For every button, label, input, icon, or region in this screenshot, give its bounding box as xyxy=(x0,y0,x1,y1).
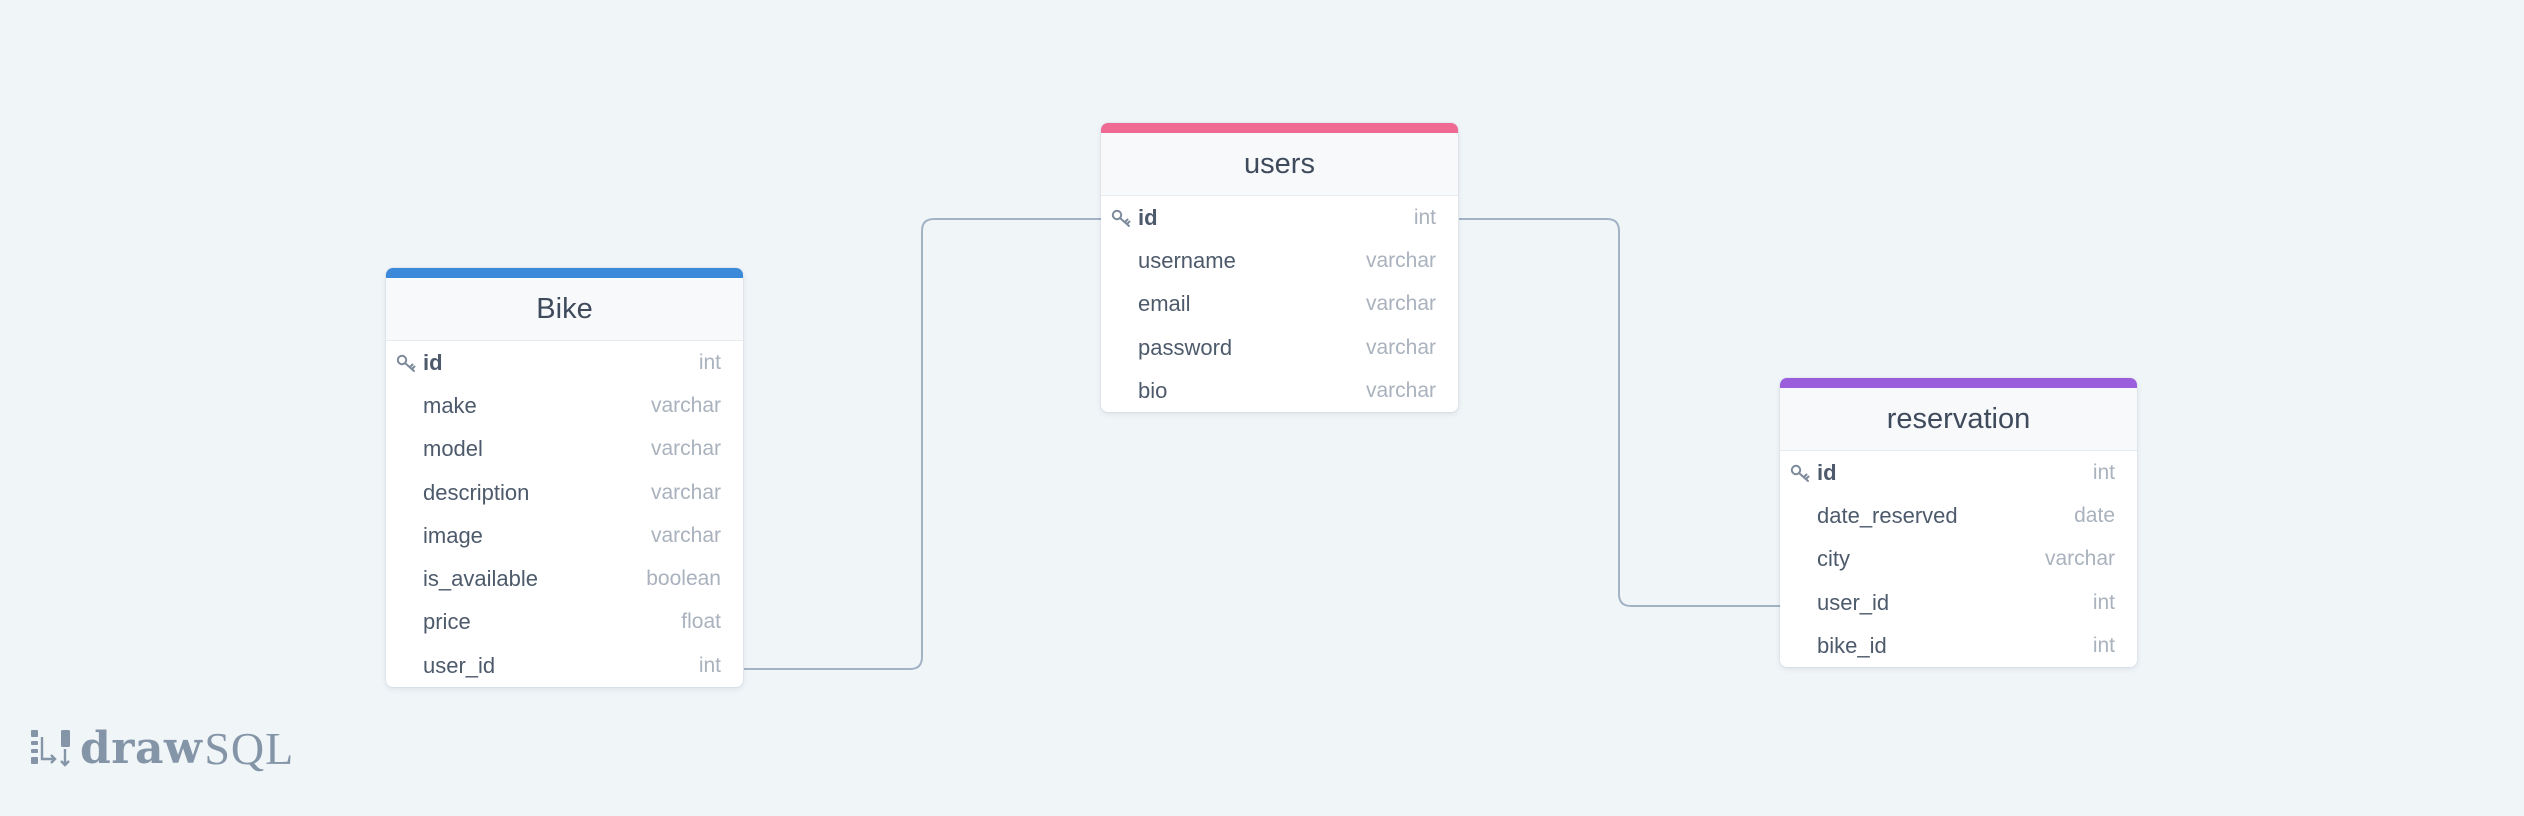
field-type: varchar xyxy=(1365,335,1436,359)
table-field-row[interactable]: user_id int xyxy=(1780,581,2137,624)
field-name: is_available xyxy=(423,566,538,592)
table-color-bar xyxy=(1101,123,1458,133)
table-field-row[interactable]: user_id int xyxy=(386,644,743,687)
field-name: user_id xyxy=(423,652,496,678)
field-name: description xyxy=(423,479,530,505)
field-name: id xyxy=(1817,459,1837,485)
table-color-bar xyxy=(1780,378,2137,388)
table-field-row[interactable]: image varchar xyxy=(386,514,743,557)
table-field-row[interactable]: city varchar xyxy=(1780,538,2137,581)
field-type: varchar xyxy=(650,437,721,461)
field-name: bike_id xyxy=(1817,632,1887,658)
table-reservation[interactable]: reservation id int date_reserved date city va… xyxy=(1780,378,2137,668)
table-field-row[interactable]: id int xyxy=(386,341,743,384)
key-icon xyxy=(1789,462,1811,484)
field-type: int xyxy=(1413,205,1436,229)
field-name: password xyxy=(1138,334,1233,360)
field-name: email xyxy=(1138,291,1191,317)
field-type: varchar xyxy=(650,480,721,504)
field-name: user_id xyxy=(1817,589,1890,615)
field-name: model xyxy=(423,436,483,462)
table-field-row[interactable]: id int xyxy=(1101,196,1458,239)
table-field-row[interactable]: description varchar xyxy=(386,471,743,514)
field-type: int xyxy=(698,653,721,677)
field-type: date xyxy=(2074,503,2115,527)
logo-word-draw: draw xyxy=(80,722,203,774)
field-type: float xyxy=(681,610,721,634)
table-field-row[interactable]: model varchar xyxy=(386,428,743,471)
table-field-row[interactable]: make varchar xyxy=(386,384,743,427)
table-field-row[interactable]: price float xyxy=(386,601,743,644)
table-title[interactable]: Bike xyxy=(386,278,743,341)
table-fields: id int make varchar model varchar description v… xyxy=(386,341,743,687)
field-type: int xyxy=(2092,460,2115,484)
field-type: varchar xyxy=(1365,378,1436,402)
field-name: id xyxy=(423,349,443,375)
field-type: int xyxy=(2092,633,2115,657)
table-field-row[interactable]: bike_id int xyxy=(1780,624,2137,667)
table-title[interactable]: reservation xyxy=(1780,388,2137,451)
table-field-row[interactable]: password varchar xyxy=(1101,326,1458,369)
table-field-row[interactable]: username varchar xyxy=(1101,239,1458,282)
field-type: boolean xyxy=(646,567,721,591)
relation-users-id-to-reservation-userid[interactable] xyxy=(1459,218,1780,607)
table-title[interactable]: users xyxy=(1101,133,1458,196)
field-type: int xyxy=(698,350,721,374)
field-name: price xyxy=(423,609,471,635)
table-field-row[interactable]: date_reserved date xyxy=(1780,494,2137,537)
field-name: image xyxy=(423,522,483,548)
table-field-row[interactable]: bio varchar xyxy=(1101,369,1458,412)
table-fields: id int date_reserved date city varchar user_id… xyxy=(1780,451,2137,667)
field-name: username xyxy=(1138,247,1236,273)
table-field-row[interactable]: id int xyxy=(1780,451,2137,494)
key-icon xyxy=(395,352,417,374)
logo-word-sql: SQL xyxy=(204,722,295,774)
table-color-bar xyxy=(386,268,743,278)
field-type: varchar xyxy=(1365,292,1436,316)
field-name: date_reserved xyxy=(1817,502,1958,528)
field-name: make xyxy=(423,392,477,418)
table-field-row[interactable]: email varchar xyxy=(1101,283,1458,326)
key-icon xyxy=(1110,207,1132,229)
field-type: varchar xyxy=(650,523,721,547)
field-name: bio xyxy=(1138,377,1168,403)
field-type: varchar xyxy=(1365,248,1436,272)
drawsql-logo[interactable]: draw SQL xyxy=(28,722,295,774)
relation-bike-userid-to-users-id[interactable] xyxy=(744,218,1101,670)
field-type: varchar xyxy=(2044,547,2115,571)
table-field-row[interactable]: is_available boolean xyxy=(386,557,743,600)
field-type: varchar xyxy=(650,393,721,417)
field-type: int xyxy=(2092,590,2115,614)
field-name: city xyxy=(1817,546,1850,572)
field-name: id xyxy=(1138,204,1158,230)
drawsql-logo-icon xyxy=(31,730,70,767)
